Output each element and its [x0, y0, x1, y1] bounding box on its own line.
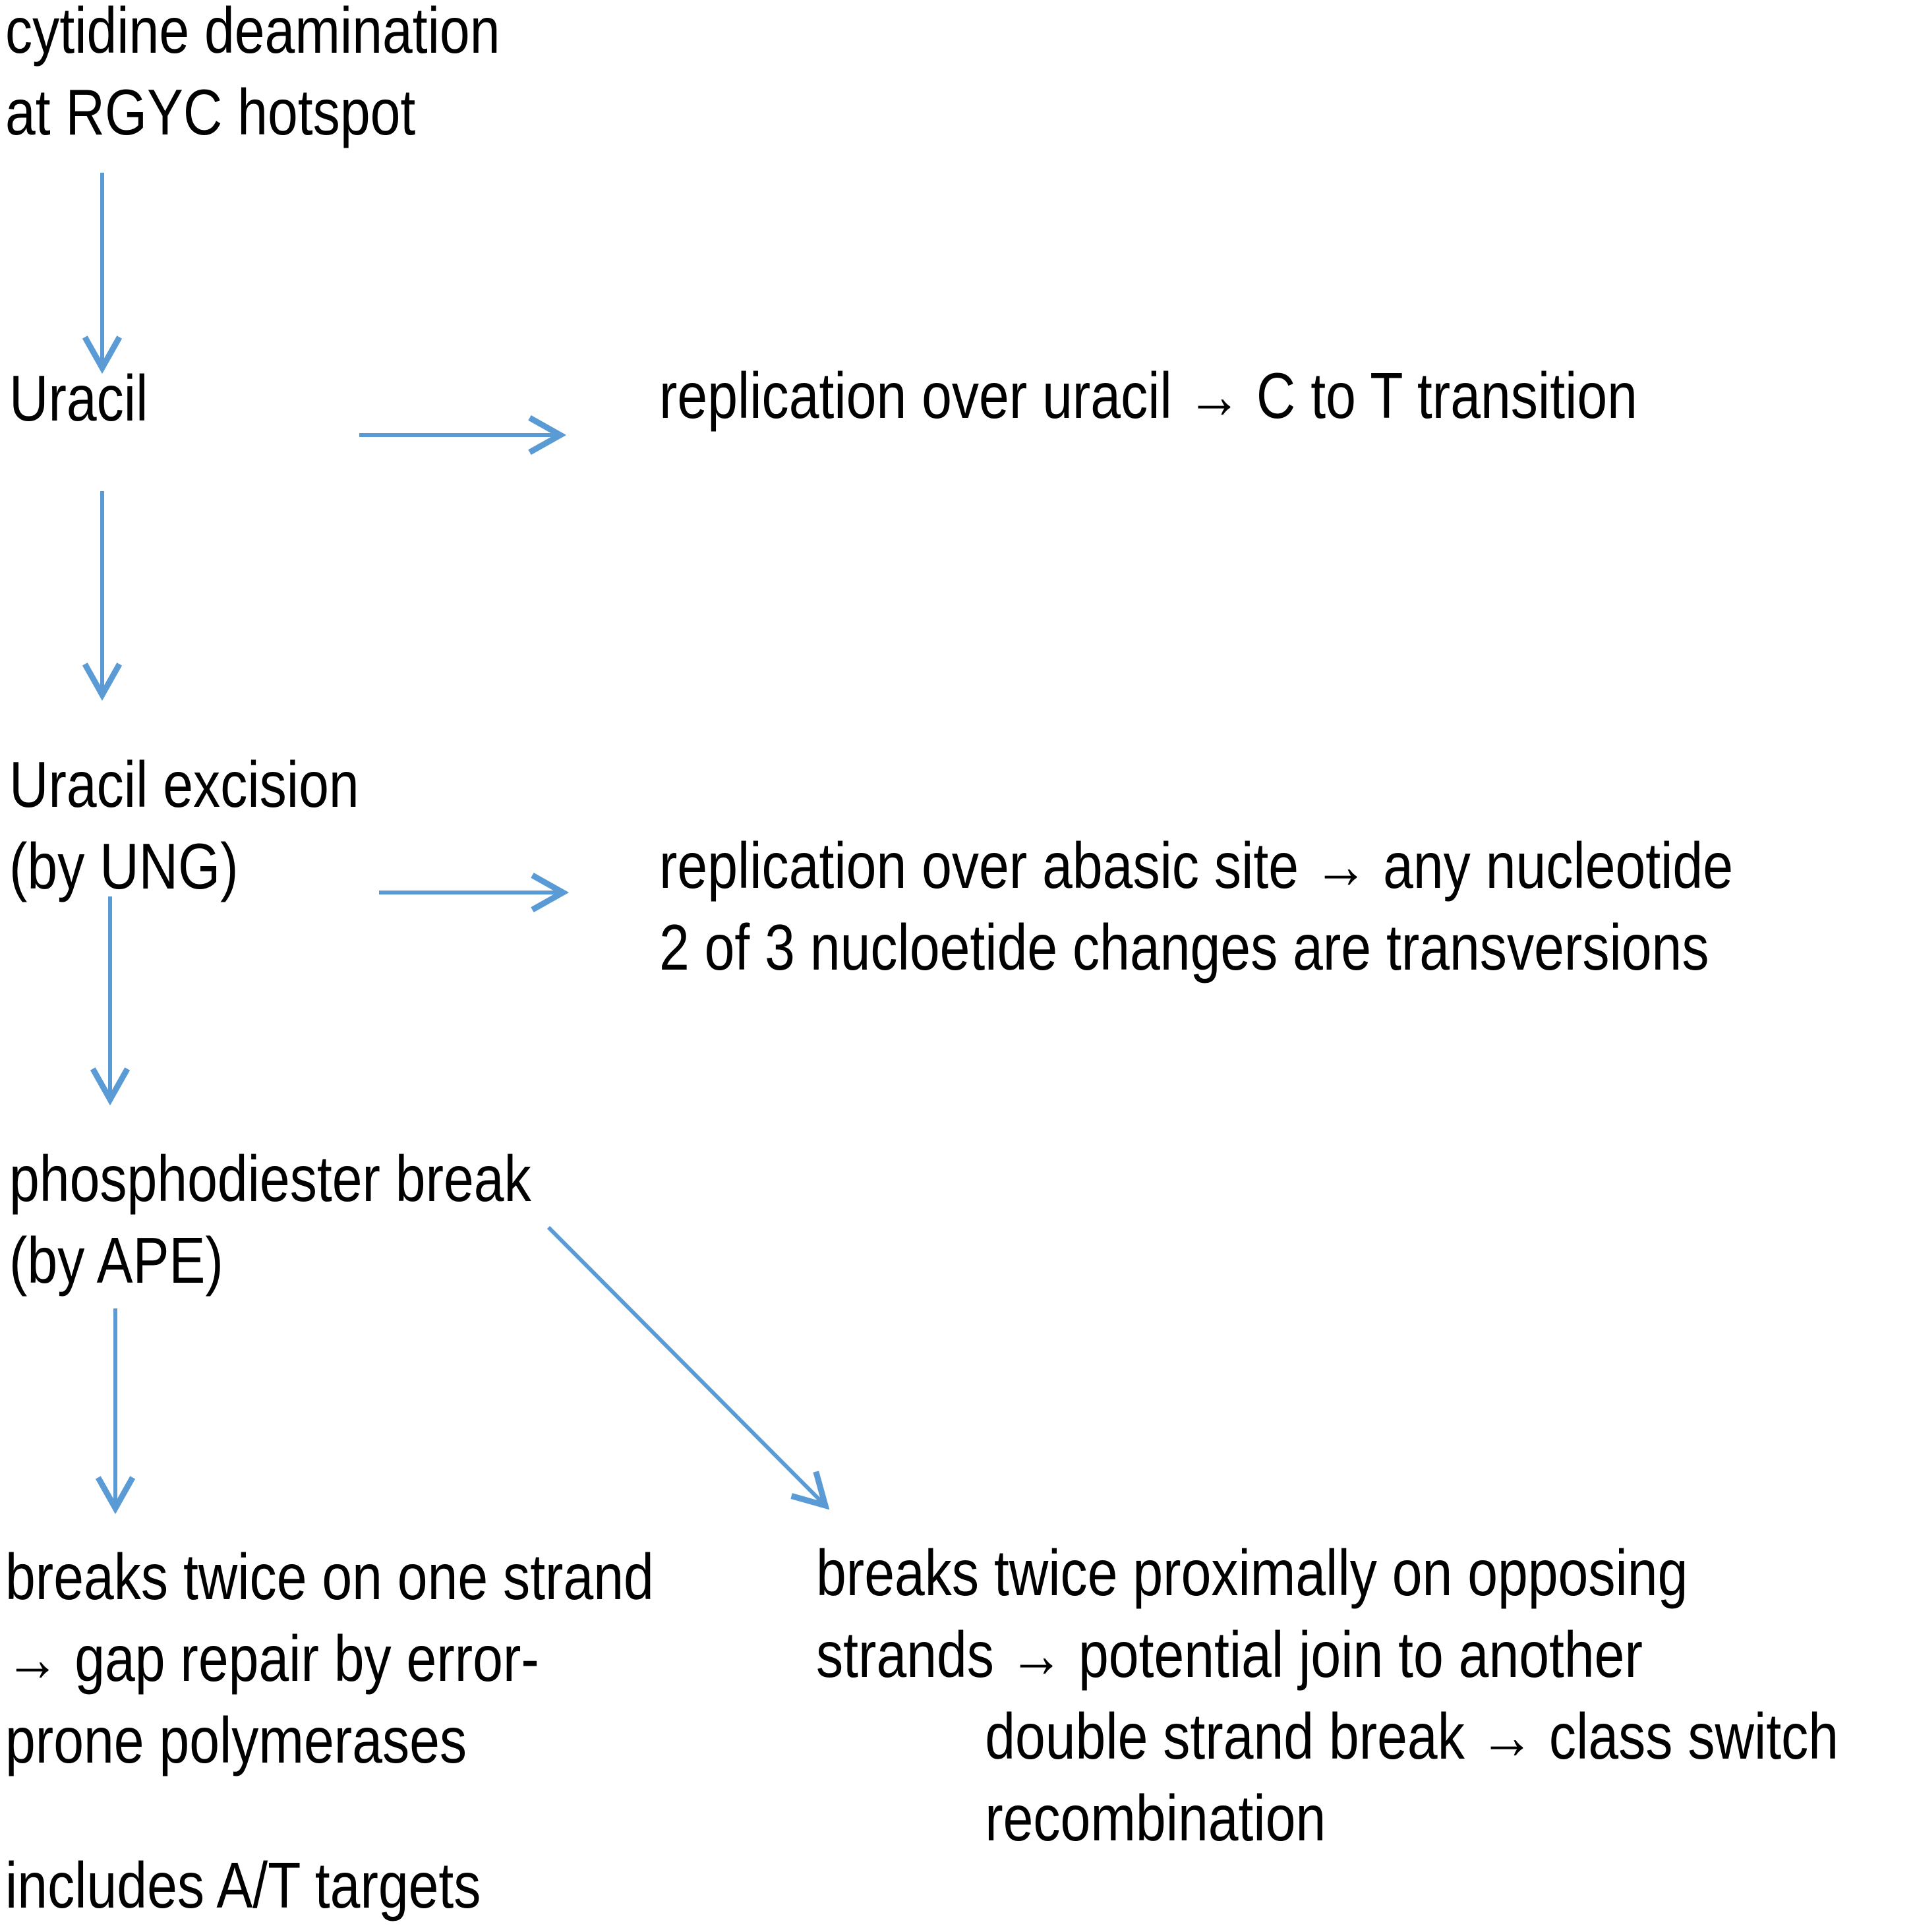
node-breaks-twice-opposing-strands: breaks twice proximally on opposing stra…: [816, 1532, 1839, 1859]
node-uracil-excision-line2: (by UNG): [9, 830, 239, 902]
node-uracil-excision: Uracil excision (by UNG): [9, 744, 359, 907]
node-breaks-opposing-line2: strands → potential join to another: [816, 1618, 1643, 1691]
node-breaks-twice-one-strand: breaks twice on one strand → gap repair …: [5, 1536, 654, 1781]
node-breaks-one-strand-line1: breaks twice on one strand: [5, 1540, 654, 1613]
node-cytidine-deamination: cytidine deamination at RGYC hotspot: [5, 0, 500, 153]
node-cytidine-deamination-line2: at RGYC hotspot: [5, 76, 416, 148]
node-replication-over-abasic-line2: 2 of 3 nucloetide changes are transversi…: [659, 911, 1709, 983]
node-phosphodiester-break-line2: (by APE): [9, 1224, 223, 1297]
node-breaks-one-strand-line2: → gap repair by error-: [5, 1622, 539, 1695]
node-uracil-line1: Uracil: [9, 362, 148, 434]
arrow-diagonal-phosphodiester-to-opposing-icon: [546, 1225, 825, 1506]
node-includes-at-targets-line1: includes A/T targets: [5, 1849, 481, 1921]
node-replication-over-abasic-site: replication over abasic site → any nucle…: [659, 825, 1733, 988]
node-breaks-one-strand-line3: prone polymerases: [5, 1704, 467, 1776]
node-breaks-opposing-line4: recombination: [985, 1782, 1326, 1854]
node-phosphodiester-break: phosphodiester break (by APE): [9, 1138, 531, 1301]
node-uracil-excision-line1: Uracil excision: [9, 748, 359, 821]
node-replication-over-uracil: replication over uracil → C to T transit…: [659, 355, 1637, 436]
node-phosphodiester-break-line1: phosphodiester break: [9, 1142, 531, 1215]
node-uracil: Uracil: [9, 357, 148, 439]
node-breaks-opposing-line3: double strand break → class switch: [985, 1700, 1839, 1772]
node-cytidine-deamination-line1: cytidine deamination: [5, 0, 500, 67]
node-includes-at-targets: includes A/T targets: [5, 1844, 481, 1926]
node-breaks-opposing-line1: breaks twice proximally on opposing: [816, 1537, 1688, 1609]
node-replication-over-abasic-line1: replication over abasic site → any nucle…: [659, 829, 1733, 902]
node-replication-over-uracil-line1: replication over uracil → C to T transit…: [659, 359, 1637, 432]
